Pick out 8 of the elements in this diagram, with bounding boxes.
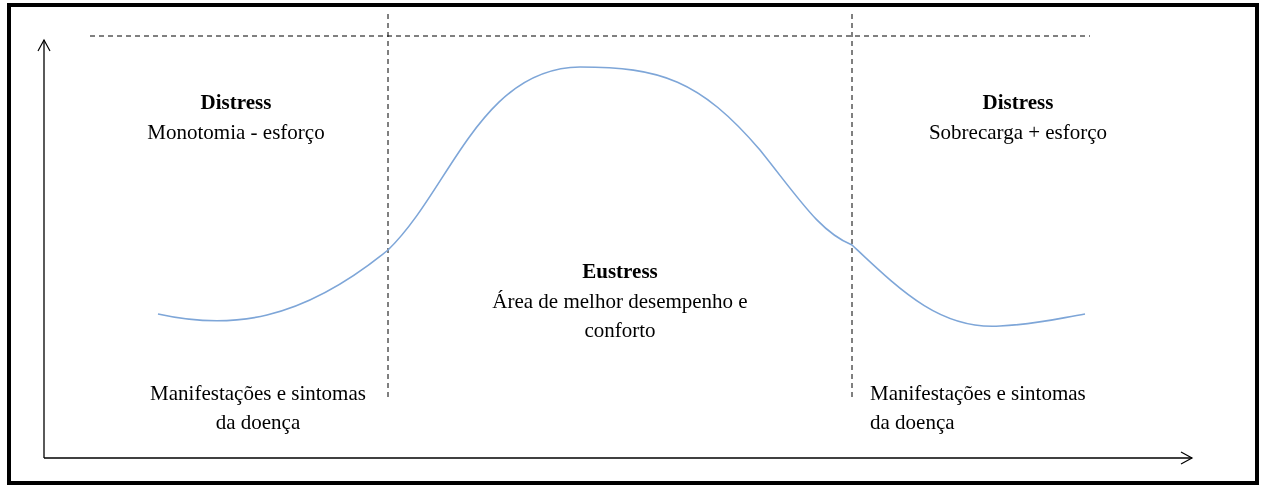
zone-heading: Distress [200,90,272,114]
zone-heading: Distress [982,90,1054,114]
zone-heading: Eustress [582,259,658,283]
note-text: Manifestações e sintomas da doença [870,381,1086,434]
zone-description: Monotomia - esforço [147,120,325,144]
zone-description: Sobrecarga + esforço [928,120,1108,144]
note-text: Manifestações e sintomas da doença [150,381,366,434]
zone-description: Área de melhor desempenho e conforto [492,289,748,342]
